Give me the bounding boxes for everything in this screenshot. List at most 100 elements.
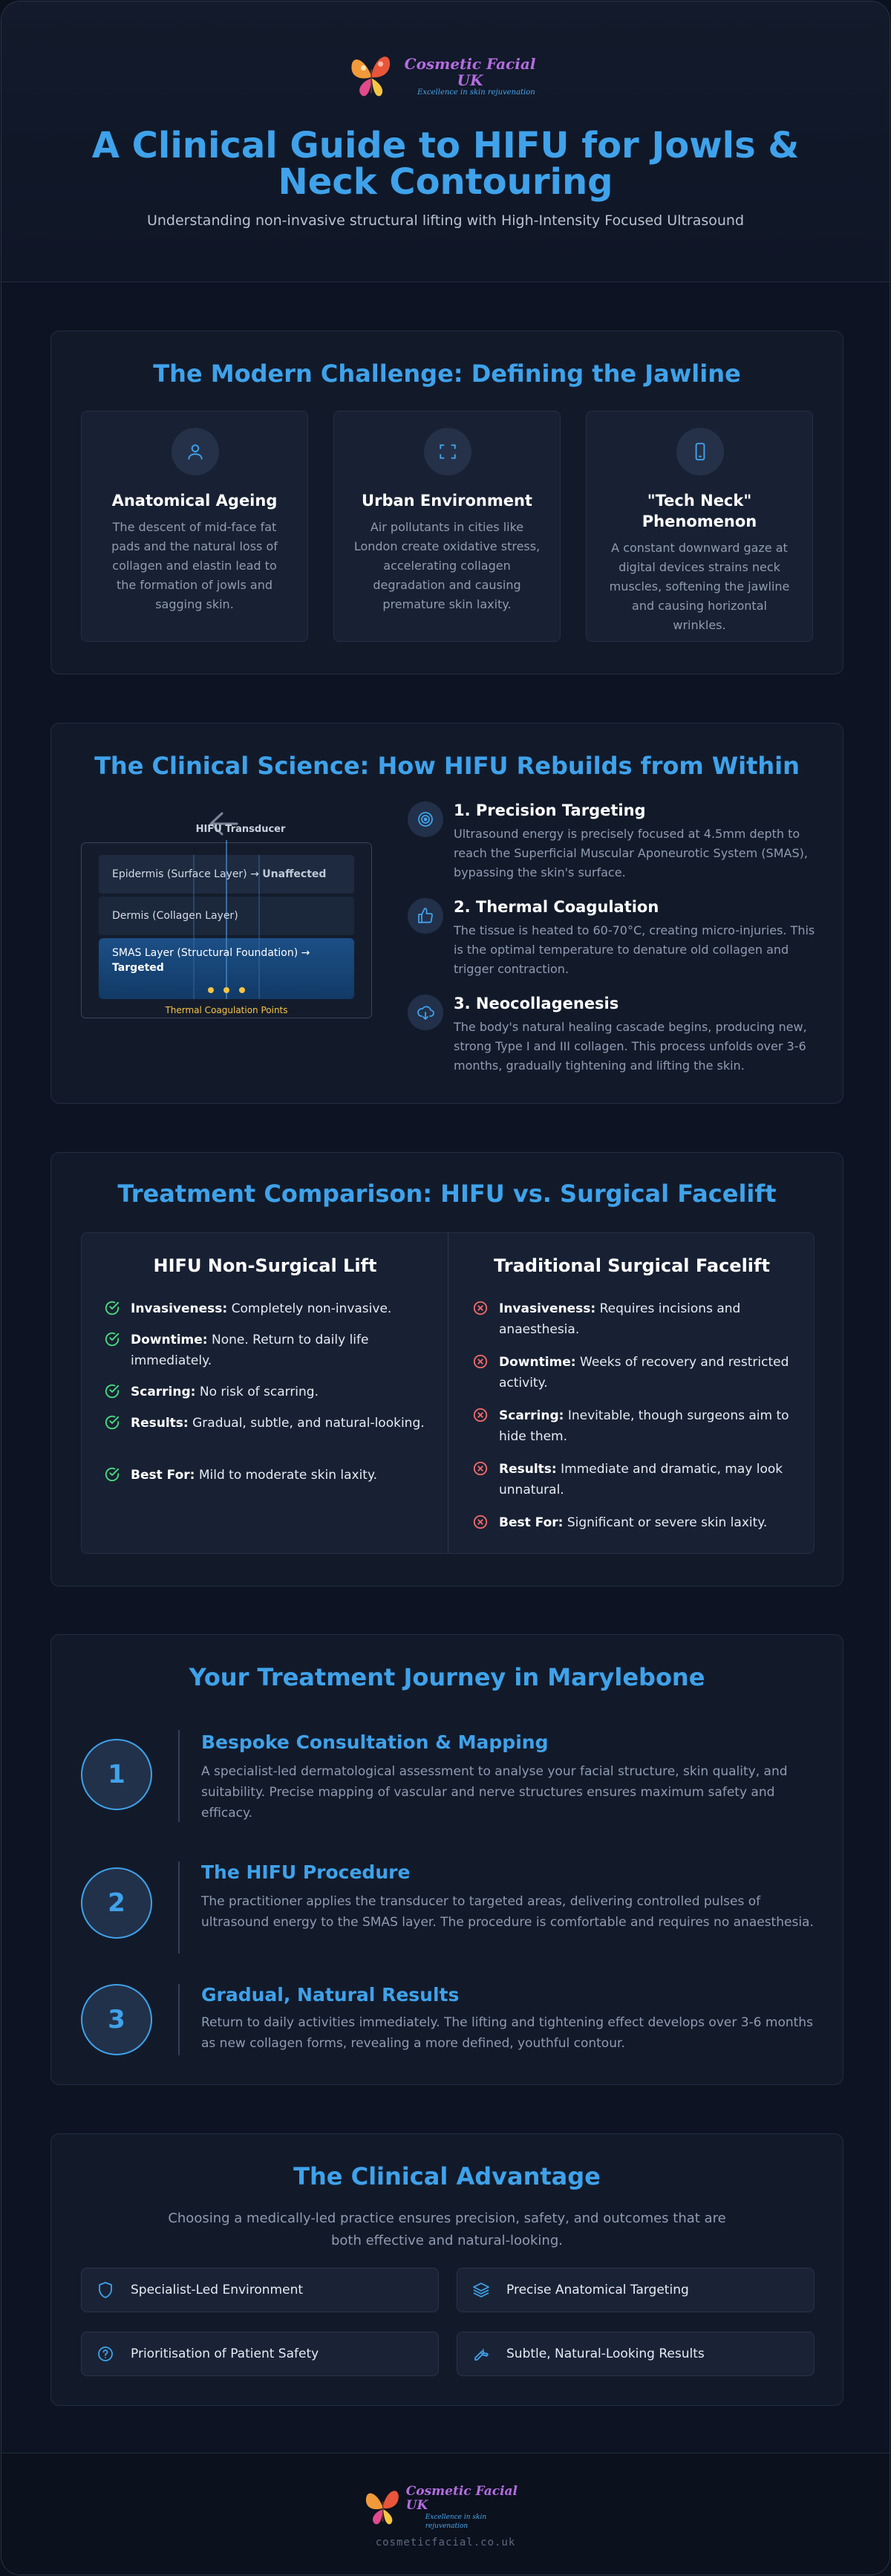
advantage-section: The Clinical Advantage Choosing a medica…: [50, 2133, 843, 2406]
butterfly-logo-icon: [365, 2491, 399, 2525]
layers-icon: [471, 2280, 492, 2300]
journey-step-2: 2 The HIFU Procedure The practitioner ap…: [81, 1861, 815, 1958]
comparison-row: Results: Immediate and dramatic, may loo…: [472, 1459, 792, 1500]
check-circle-icon: [105, 1332, 120, 1347]
footer-url[interactable]: cosmeticfacial.co.uk: [375, 2537, 516, 2549]
advantage-item-targeting: Precise Anatomical Targeting: [457, 2268, 815, 2312]
coagulation-points-label: Thermal Coagulation Points: [165, 1005, 288, 1015]
advantage-label: Precise Anatomical Targeting: [506, 2283, 689, 2297]
card-title: Urban Environment: [362, 492, 532, 510]
x-circle-icon: [473, 1515, 488, 1529]
x-circle-icon: [473, 1408, 488, 1422]
wrench-icon: [471, 2344, 492, 2364]
layer-epidermis: Epidermis (Surface Layer) → Unaffected: [112, 868, 327, 880]
challenge-card-urban: Urban Environment Air pollutants in citi…: [333, 411, 561, 642]
comparison-row: Scarring: Inevitable, though surgeons ai…: [472, 1405, 792, 1447]
transducer-label: HIFU Transducer: [195, 824, 286, 835]
x-circle-icon: [473, 1301, 488, 1315]
hifu-diagram-graphic: [81, 812, 372, 1018]
comparison-row: Results: Gradual, subtle, and natural-lo…: [104, 1413, 431, 1434]
coagulation-point: [223, 987, 229, 993]
step-connector: [178, 1730, 180, 1822]
hifu-column-title: HIFU Non-Surgical Lift: [153, 1255, 377, 1276]
surgical-column-title: Traditional Surgical Facelift: [494, 1255, 770, 1276]
step-text: A specialist-led dermatological assessme…: [201, 1764, 788, 1821]
brand-tagline: Excellence in skin rejuvenation: [425, 2514, 487, 2530]
surgical-column: Traditional Surgical Facelift Invasivene…: [448, 1233, 815, 1553]
step-text: The practitioner applies the transducer …: [201, 1894, 814, 1930]
journey-step-1: 1 Bespoke Consultation & Mapping A speci…: [81, 1730, 815, 1841]
hifu-column: HIFU Non-Surgical Lift Invasiveness: Com…: [82, 1233, 448, 1553]
step-title: Gradual, Natural Results: [201, 1984, 460, 2006]
card-text: The descent of mid-face fat pads and the…: [111, 520, 278, 611]
challenge-card-ageing: Anatomical Ageing The descent of mid-fac…: [81, 411, 308, 642]
footer-logo: Cosmetic Facial UK Excellence in skin re…: [364, 2483, 527, 2532]
hifu-diagram: HIFU Transducer Epidermis (Surface Layer…: [81, 794, 372, 1025]
step-title: The HIFU Procedure: [201, 1861, 411, 1883]
card-text: Air pollutants in cities like London cre…: [353, 520, 541, 611]
smartphone-icon: [676, 428, 724, 475]
step-text: Ultrasound energy is precisely focused a…: [454, 827, 808, 879]
journey-step-3: 3 Gradual, Natural Results Return to dai…: [81, 1984, 815, 2058]
coagulation-point: [239, 987, 245, 993]
brand-tagline: Excellence in skin rejuvenation: [417, 88, 535, 97]
comparison-section: Treatment Comparison: HIFU vs. Surgical …: [50, 1152, 843, 1587]
layer-dermis: Dermis (Collagen Layer): [112, 910, 238, 922]
step-number-badge: 1: [81, 1739, 152, 1810]
step-text: Return to daily activities immediately. …: [201, 2015, 813, 2051]
comparison-row: Downtime: None. Return to daily life imm…: [104, 1330, 431, 1371]
comparison-row: Downtime: Weeks of recovery and restrict…: [472, 1352, 792, 1393]
advantage-label: Subtle, Natural-Looking Results: [506, 2346, 705, 2361]
science-title: The Clinical Science: How HIFU Rebuilds …: [94, 752, 800, 780]
footer: Cosmetic Facial UK Excellence in skin re…: [1, 2453, 890, 2575]
step-number-badge: 3: [81, 1984, 152, 2055]
x-circle-icon: [473, 1461, 488, 1476]
advantage-label: Prioritisation of Patient Safety: [131, 2346, 319, 2361]
brand-logo: Cosmetic Facial UK Excellence in skin re…: [349, 46, 542, 107]
advantage-item-specialist: Specialist-Led Environment: [81, 2268, 439, 2312]
advantage-item-safety: Prioritisation of Patient Safety: [81, 2332, 439, 2376]
comparison-row: Scarring: No risk of scarring.: [104, 1382, 431, 1402]
comparison-title: Treatment Comparison: HIFU vs. Surgical …: [117, 1180, 777, 1208]
step-text: The body's natural healing cascade begin…: [454, 1020, 807, 1073]
butterfly-logo-icon: [351, 56, 391, 97]
comparison-row: Best For: Significant or severe skin lax…: [472, 1512, 792, 1533]
x-circle-icon: [473, 1354, 488, 1369]
help-circle-icon: [95, 2344, 116, 2364]
science-section: The Clinical Science: How HIFU Rebuilds …: [50, 723, 843, 1104]
brand-name: Cosmetic Facial UK: [405, 2484, 518, 2513]
page-title: A Clinical Guide to HIFU for Jowls & Nec…: [91, 125, 800, 203]
advantage-item-results: Subtle, Natural-Looking Results: [457, 2332, 815, 2376]
shield-icon: [95, 2280, 116, 2300]
card-title: "Tech Neck" Phenomenon: [642, 492, 757, 530]
challenge-card-tech-neck: "Tech Neck" Phenomenon A constant downwa…: [586, 411, 813, 642]
thumbs-up-icon: [408, 898, 443, 934]
check-circle-icon: [105, 1384, 120, 1399]
page-subtitle: Understanding non-invasive structural li…: [146, 212, 745, 229]
check-circle-icon: [105, 1301, 120, 1315]
card-text: A constant downward gaze at digital devi…: [609, 541, 790, 632]
journey-title: Your Treatment Journey in Marylebone: [189, 1663, 705, 1691]
check-circle-icon: [105, 1467, 120, 1482]
card-title: Anatomical Ageing: [111, 492, 278, 510]
advantage-intro: Choosing a medically-led practice ensure…: [168, 2211, 726, 2248]
layer-smas: SMAS Layer (Structural Foundation) →Targ…: [112, 947, 310, 974]
step-text: The tissue is heated to 60-70°C, creatin…: [454, 923, 815, 976]
step-title: 1. Precision Targeting: [454, 801, 646, 819]
brand-name: Cosmetic Facial UK: [404, 55, 536, 89]
header: Cosmetic Facial UK Excellence in skin re…: [1, 1, 890, 282]
person-icon: [172, 428, 219, 475]
comparison-table: HIFU Non-Surgical Lift Invasiveness: Com…: [81, 1232, 815, 1554]
step-connector: [178, 1984, 180, 2055]
coagulation-point: [208, 987, 214, 993]
step-number-badge: 2: [81, 1867, 152, 1939]
advantage-title: The Clinical Advantage: [293, 2162, 601, 2190]
comparison-row: Invasiveness: Requires incisions and ana…: [472, 1298, 792, 1340]
step-connector: [178, 1861, 180, 1954]
challenge-section: The Modern Challenge: Defining the Jawli…: [50, 331, 843, 674]
transducer-arrow-icon: [209, 812, 238, 836]
challenge-title: The Modern Challenge: Defining the Jawli…: [153, 360, 741, 388]
step-title: Bespoke Consultation & Mapping: [201, 1731, 549, 1753]
comparison-row: Best For: Mild to moderate skin laxity.: [104, 1465, 431, 1486]
